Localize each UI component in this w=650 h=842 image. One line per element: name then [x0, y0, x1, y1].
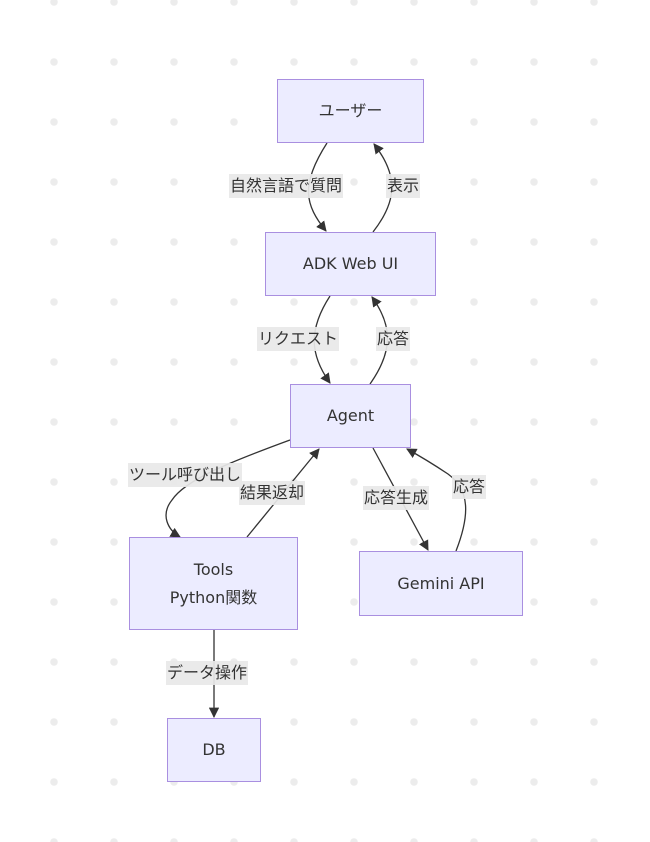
edge-label-adk-to-agent: リクエスト: [257, 327, 340, 351]
node-gemini-label: Gemini API: [397, 573, 485, 593]
edge-label-adk-to-user: 表示: [386, 174, 421, 198]
node-agent-label: Agent: [326, 406, 375, 425]
edge-label-agent-to-tools: ツール呼び出し: [128, 463, 243, 487]
edge-gemini-to-agent: [406, 448, 467, 552]
node-agent[interactable]: Agent: [290, 384, 411, 448]
edge-label-gemini-to-agent: 応答: [452, 475, 487, 499]
node-tools-label-line2: Python関数: [169, 587, 258, 607]
node-tools[interactable]: Tools Python関数: [129, 537, 298, 630]
node-user[interactable]: ユーザー: [277, 79, 424, 143]
node-user-label: ユーザー: [318, 101, 383, 120]
edge-label-tools-to-agent: 結果返却: [239, 481, 306, 505]
edge-agent-to-tools: [165, 439, 291, 538]
node-db[interactable]: DB: [167, 718, 261, 782]
node-db-label: DB: [202, 740, 226, 759]
edge-label-user-to-adk: 自然言語で質問: [229, 174, 344, 198]
edge-label-agent-to-gemini: 応答生成: [363, 486, 430, 510]
node-gemini-api[interactable]: Gemini API: [359, 551, 523, 616]
node-tools-label-line1: Tools: [193, 559, 234, 579]
edge-label-tools-to-db: データ操作: [166, 661, 249, 685]
node-adk-label: ADK Web UI: [302, 254, 399, 273]
edge-label-agent-to-adk: 応答: [376, 327, 411, 351]
node-adk-web-ui[interactable]: ADK Web UI: [265, 232, 436, 296]
